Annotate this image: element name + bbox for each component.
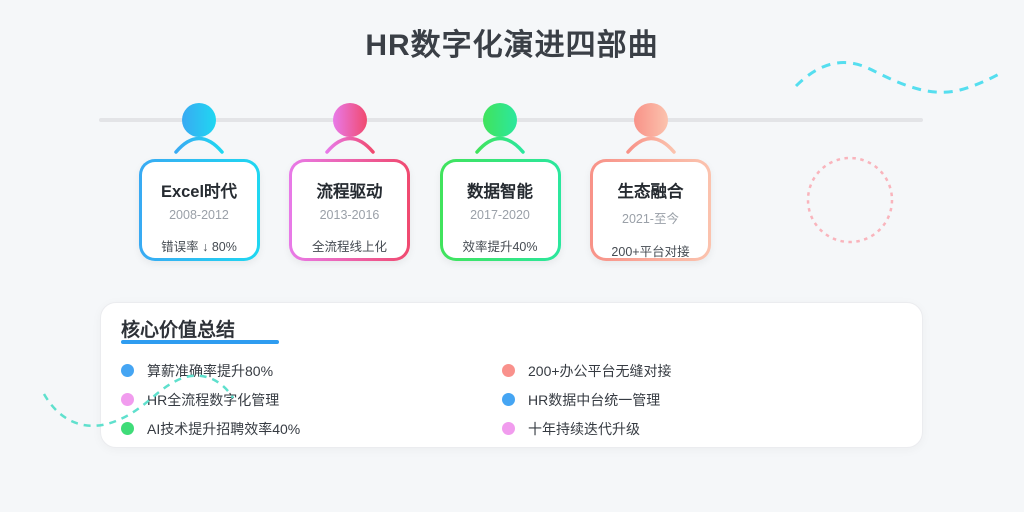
bullet-dot-icon bbox=[502, 422, 515, 435]
summary-card: 核心价值总结 算薪准确率提升80% HR全流程数字化管理 AI技术提升招聘效率4… bbox=[100, 302, 923, 448]
stage-stat: 全流程线上化 bbox=[311, 240, 387, 254]
stage-card-body: Excel时代 2008-2012 错误率 ↓ 80% bbox=[141, 162, 257, 258]
summary-item-text: 200+办公平台无缝对接 bbox=[528, 362, 672, 379]
stage-period: 2008-2012 bbox=[169, 208, 229, 222]
summary-item-text: HR全流程数字化管理 bbox=[147, 391, 280, 408]
stage-period: 2017-2020 bbox=[470, 208, 530, 222]
bullet-dot-icon bbox=[121, 422, 134, 435]
summary-item-text: 算薪准确率提升80% bbox=[147, 362, 274, 379]
stage-card-body: 流程驱动 2013-2016 全流程线上化 bbox=[292, 162, 407, 258]
stage-card-body: 生态融合 2021-至今 200+平台对接 bbox=[593, 162, 708, 259]
stage-marker-person-icon bbox=[167, 96, 231, 158]
list-item: 200+办公平台无缝对接 bbox=[502, 356, 672, 385]
stage-marker-person-icon bbox=[318, 96, 382, 158]
summary-title: 核心价值总结 bbox=[121, 320, 236, 341]
wave-top-right-icon bbox=[794, 61, 1000, 94]
bullet-dot-icon bbox=[121, 364, 134, 377]
summary-title-underline bbox=[121, 340, 279, 344]
page-title: HR数字化演进四部曲 bbox=[365, 29, 659, 62]
stage-card-data: 数据智能 2017-2020 效率提升40% bbox=[439, 159, 561, 261]
stage-name: Excel时代 bbox=[160, 183, 238, 201]
list-item: AI技术提升招聘效率40% bbox=[121, 414, 300, 443]
summary-item-text: 十年持续迭代升级 bbox=[528, 420, 640, 437]
summary-list-left: 算薪准确率提升80% HR全流程数字化管理 AI技术提升招聘效率40% bbox=[121, 356, 300, 443]
stage-card-body: 数据智能 2017-2020 效率提升40% bbox=[442, 162, 558, 258]
stage-marker-person-icon bbox=[619, 96, 683, 158]
stage-period: 2013-2016 bbox=[319, 208, 380, 222]
dashed-circle-icon bbox=[806, 156, 894, 244]
stage-card-excel: Excel时代 2008-2012 错误率 ↓ 80% bbox=[138, 159, 260, 261]
stage-card-ecosystem: 生态融合 2021-至今 200+平台对接 bbox=[590, 159, 711, 261]
bullet-dot-icon bbox=[502, 364, 515, 377]
list-item: HR全流程数字化管理 bbox=[121, 385, 300, 414]
stage-name: 生态融合 bbox=[617, 183, 684, 201]
stage-name: 数据智能 bbox=[467, 183, 533, 201]
stage-card-process: 流程驱动 2013-2016 全流程线上化 bbox=[289, 159, 410, 261]
stage-period: 2021-至今 bbox=[622, 212, 679, 226]
summary-list-right: 200+办公平台无缝对接 HR数据中台统一管理 十年持续迭代升级 bbox=[502, 356, 672, 443]
stage-name: 流程驱动 bbox=[316, 183, 383, 201]
stage-stat: 200+平台对接 bbox=[611, 245, 690, 259]
summary-item-text: HR数据中台统一管理 bbox=[528, 391, 661, 408]
bullet-dot-icon bbox=[502, 393, 515, 406]
list-item: 算薪准确率提升80% bbox=[121, 356, 300, 385]
summary-item-text: AI技术提升招聘效率40% bbox=[147, 420, 301, 437]
list-item: HR数据中台统一管理 bbox=[502, 385, 672, 414]
stage-stat: 效率提升40% bbox=[462, 240, 538, 254]
list-item: 十年持续迭代升级 bbox=[502, 414, 672, 443]
stage-marker-person-icon bbox=[468, 96, 532, 158]
bullet-dot-icon bbox=[121, 393, 134, 406]
stage-stat: 错误率 ↓ 80% bbox=[161, 240, 237, 254]
